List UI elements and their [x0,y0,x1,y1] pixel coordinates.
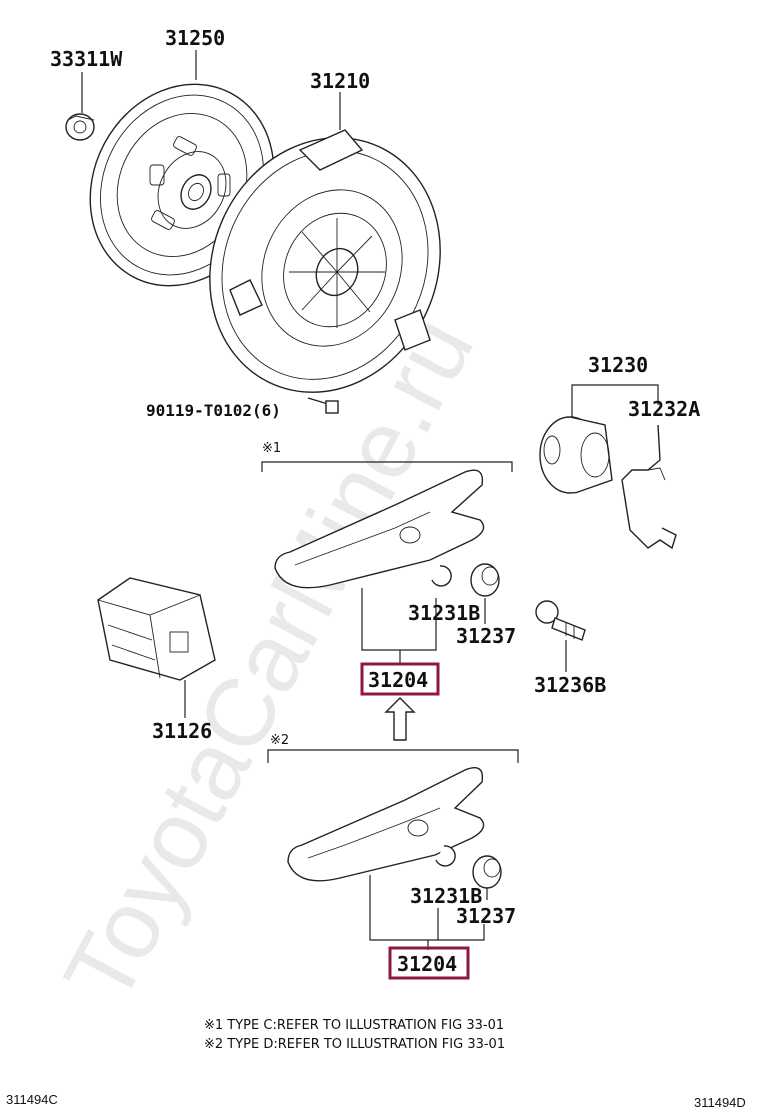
figure-id-right: 311494D [694,1095,746,1110]
highlight-box-31204-2[interactable] [388,946,470,980]
group-bracket-1 [261,461,513,472]
label-31230: 31230 [588,353,648,377]
highlight-box-31204-1[interactable] [360,662,440,696]
label-31231b-2: 31231B [410,884,482,908]
clip-31231b-2 [435,845,456,867]
arrow-up [384,697,416,741]
label-31126: 31126 [152,719,212,743]
pivot-cup-31237-1 [470,563,500,597]
bolt-90119 [307,397,339,414]
leader-group-2 [369,875,485,941]
pivot-bolt-31236b [535,600,586,641]
label-31236b: 31236B [534,673,606,697]
label-31237-2: 31237 [456,904,516,928]
bracket-31230 [571,384,659,405]
label-31237-1: 31237 [456,624,516,648]
clip-31231b-1 [431,565,452,587]
clutch-cover-31210 [209,129,441,393]
note-type-d: ※2 TYPE D:REFER TO ILLUSTRATION FIG 33-0… [204,1037,505,1052]
release-fork-1 [274,469,485,589]
label-33311w: 33311W [50,47,123,71]
group-mark-2: ※2 [270,733,289,748]
group-bracket-2 [267,749,519,763]
label-31231b-1: 31231B [408,601,480,625]
label-31204-2[interactable]: 31204 [397,952,457,976]
figure-id-left: 311494C [6,1092,58,1107]
clip-31232a [621,424,677,550]
label-90119: 90119-T0102(6) [146,401,281,420]
label-31250: 31250 [165,26,225,50]
group-mark-1: ※1 [262,441,281,456]
release-bearing-31230 [539,416,613,494]
bushing-33311w [65,113,95,141]
release-fork-2 [287,767,485,882]
label-31210: 31210 [310,69,370,93]
label-31232a: 31232A [628,397,700,421]
leader-group-1 [361,588,437,651]
note-type-c: ※1 TYPE C:REFER TO ILLUSTRATION FIG 33-0… [204,1018,504,1033]
label-31204-1[interactable]: 31204 [368,668,428,692]
boot-31126 [97,577,216,681]
